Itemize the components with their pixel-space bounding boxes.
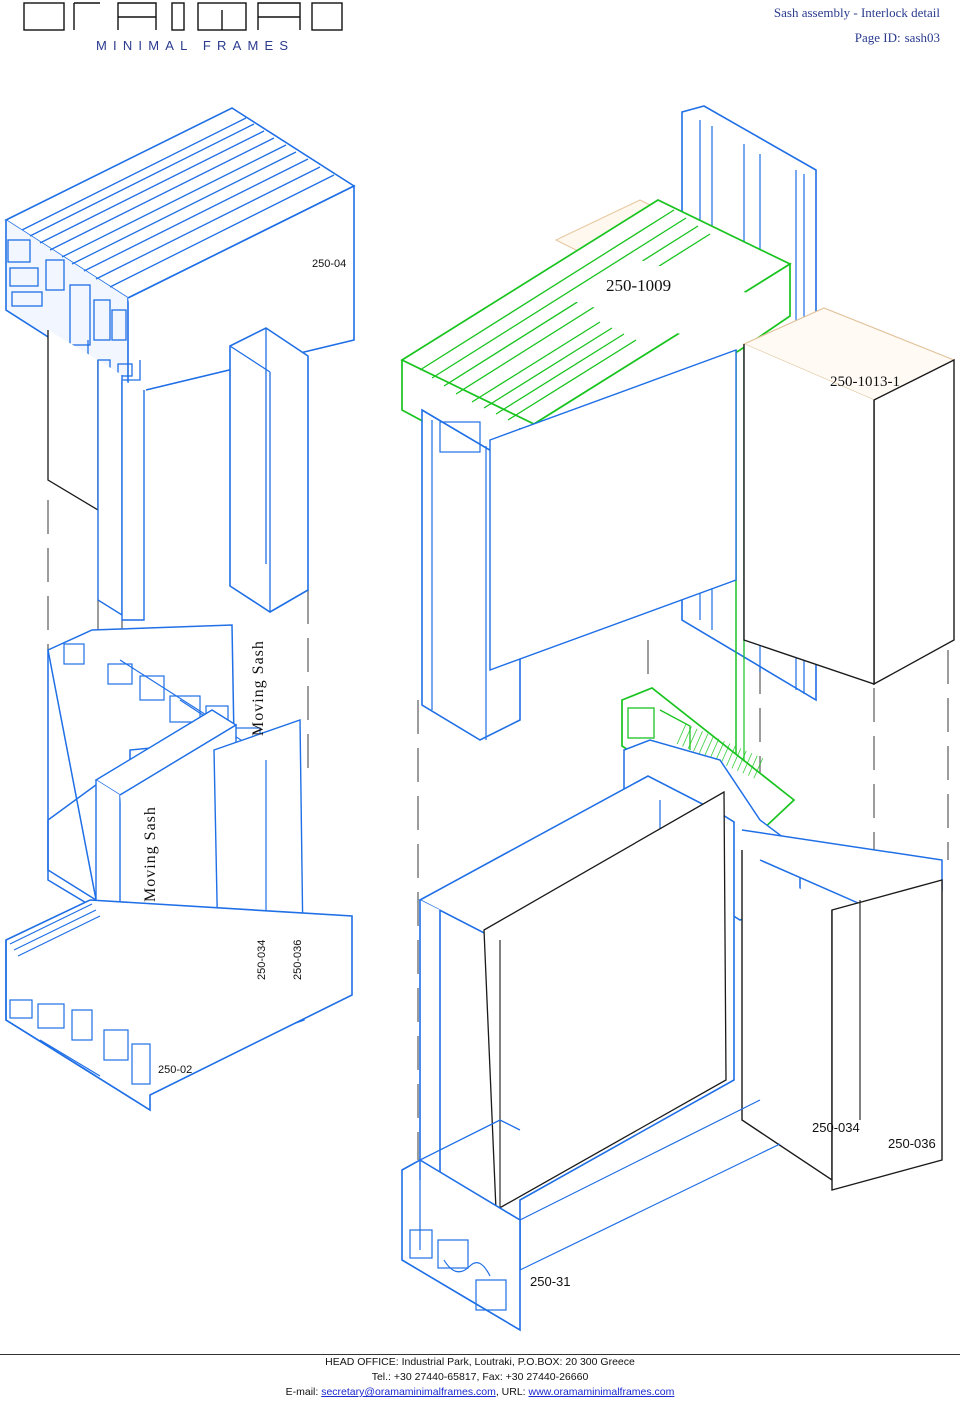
footer-links: E-mail: secretary@oramaminimalframes.com… [0,1385,960,1400]
left-upper-assembly [4,107,356,621]
url-label: , URL: [495,1386,526,1398]
label-250-036-right: 250-036 [888,1136,936,1151]
label-250-02: 250-02 [158,1064,193,1076]
label-250-036-left: 250-036 [292,939,304,980]
right-lower-assembly [401,687,943,1332]
label-250-034-left: 250-034 [256,939,268,980]
right-top-assembly [400,105,956,820]
label-250-31: 250-31 [530,1274,571,1289]
brand-tagline: MINIMAL FRAMES [96,38,295,53]
label-250-04: 250-04 [312,258,347,270]
label-250-034-right: 250-034 [812,1120,860,1135]
footer-address: HEAD OFFICE: Industrial Park, Loutraki, … [325,1356,635,1368]
technical-drawing [4,105,956,1332]
page-id: Page ID:sash03 [851,30,940,46]
footer-contact: HEAD OFFICE: Industrial Park, Loutraki, … [0,1354,960,1403]
email-label: E-mail: [285,1386,319,1398]
label-250-1013-1: 250-1013-1 [830,374,900,390]
label-250-1009: 250-1009 [606,276,672,295]
page-id-label: Page ID: [854,30,901,45]
page-id-value: sash03 [904,30,940,45]
left-lower-assembly [5,624,353,1112]
sheet-title: Sash assembly - Interlock detail [773,5,940,20]
website-link[interactable]: www.oramaminimalframes.com [528,1386,675,1398]
label-moving-sash-lower: Moving Sash [142,806,159,902]
footer-phone: Tel.: +30 27440-65817, Fax: +30 27440-26… [371,1371,589,1383]
email-link[interactable]: secretary@oramaminimalframes.com [321,1386,496,1398]
orama-logo [23,2,343,31]
label-moving-sash-upper: Moving Sash [250,640,267,736]
